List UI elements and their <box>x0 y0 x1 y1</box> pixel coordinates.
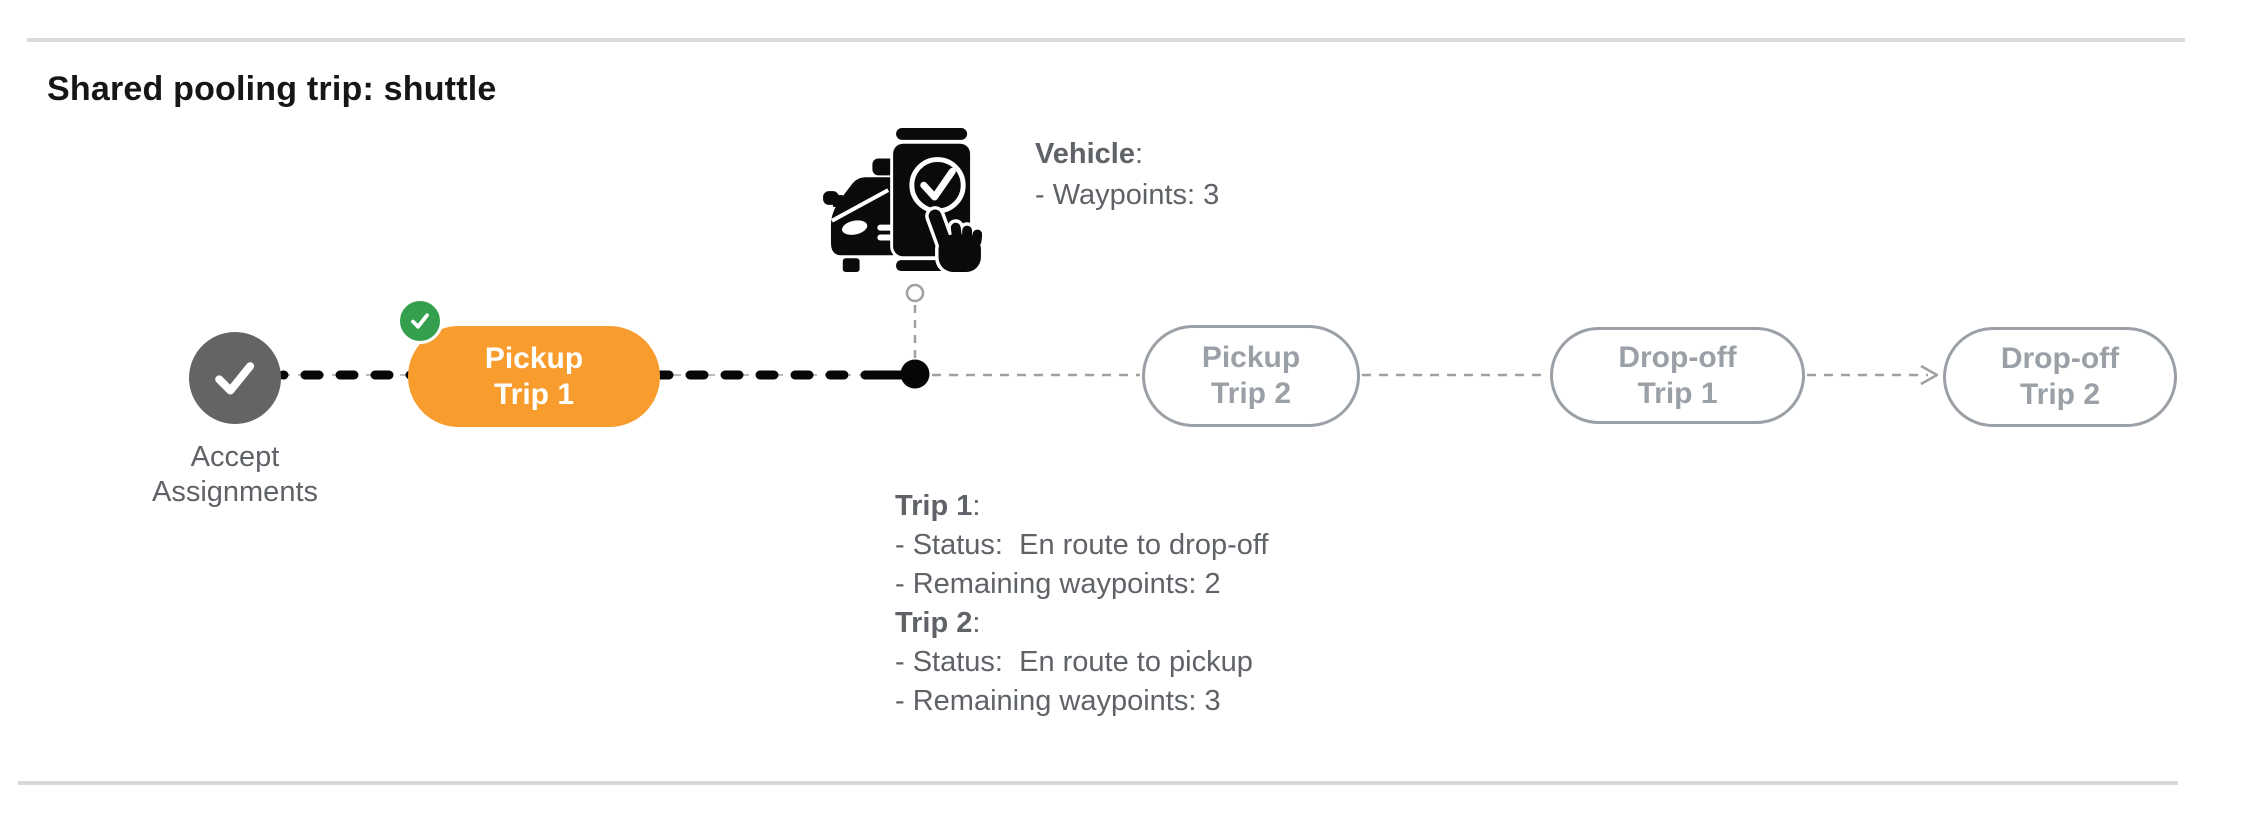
trip-info: Trip 1: - Status: En route to drop-off -… <box>895 487 1268 721</box>
trip2-status-line: - Status: En route to pickup <box>895 646 1253 678</box>
trip1-heading-colon: : <box>972 490 981 522</box>
pill-pickup-trip2: Pickup Trip 2 <box>1142 325 1360 427</box>
arrowhead-icon <box>1920 364 1939 386</box>
vehicle-heading-colon: : <box>1134 138 1144 170</box>
trip1-heading-label: Trip 1 <box>895 490 973 522</box>
pill-dropoff-trip1: Drop-off Trip 1 <box>1550 327 1805 424</box>
vehicle-phone-check-icon <box>823 126 982 274</box>
pill-dropoff-trip2: Drop-off Trip 2 <box>1943 327 2177 427</box>
vehicle-waypoints-line: - Waypoints: 3 <box>1035 179 1220 211</box>
vehicle-info-heading: Vehicle: <box>1035 134 1219 175</box>
page-title: Shared pooling trip: shuttle <box>47 70 497 108</box>
pill-dropoff-trip1-line2: Trip 1 <box>1637 376 1718 410</box>
trip2-remaining-line: - Remaining waypoints: 3 <box>895 685 1221 717</box>
pill-pickup-trip2-line2: Trip 2 <box>1210 377 1292 410</box>
pill-dropoff-trip2-line1: Drop-off <box>2000 342 2120 375</box>
pill-dropoff-trip1-line1: Drop-off <box>1618 340 1737 374</box>
current-position-dot <box>900 359 930 389</box>
trip1-remaining-line: - Remaining waypoints: 2 <box>895 568 1221 600</box>
pill-pickup-trip1-line2: Trip 1 <box>493 377 575 411</box>
check-icon <box>215 362 255 395</box>
vehicle-info: Vehicle: - Waypoints: 3 <box>1035 134 1219 216</box>
pill-dropoff-trip2-line2: Trip 2 <box>2019 378 2101 411</box>
vehicle-anchor-circle <box>905 283 925 303</box>
trip2-heading: Trip 2: <box>895 604 1268 643</box>
trip1-status-line: - Status: En route to drop-off <box>895 529 1269 561</box>
trip2-heading-label: Trip 2 <box>895 607 973 639</box>
pill-pickup-trip2-line1: Pickup <box>1201 341 1301 374</box>
pill-pickup-trip1-line1: Pickup <box>484 341 584 375</box>
pill-pickup-trip1: Pickup Trip 1 <box>408 326 660 427</box>
accept-assignments-label: Accept Assignments <box>151 441 318 508</box>
accept-assignments-node <box>189 332 281 424</box>
top-divider <box>27 38 2185 42</box>
vehicle-heading-label: Vehicle <box>1035 138 1135 170</box>
bottom-divider <box>18 781 2178 785</box>
trip1-heading: Trip 1: <box>895 487 1268 526</box>
check-badge-icon <box>397 298 443 344</box>
trip2-heading-colon: : <box>972 607 981 639</box>
